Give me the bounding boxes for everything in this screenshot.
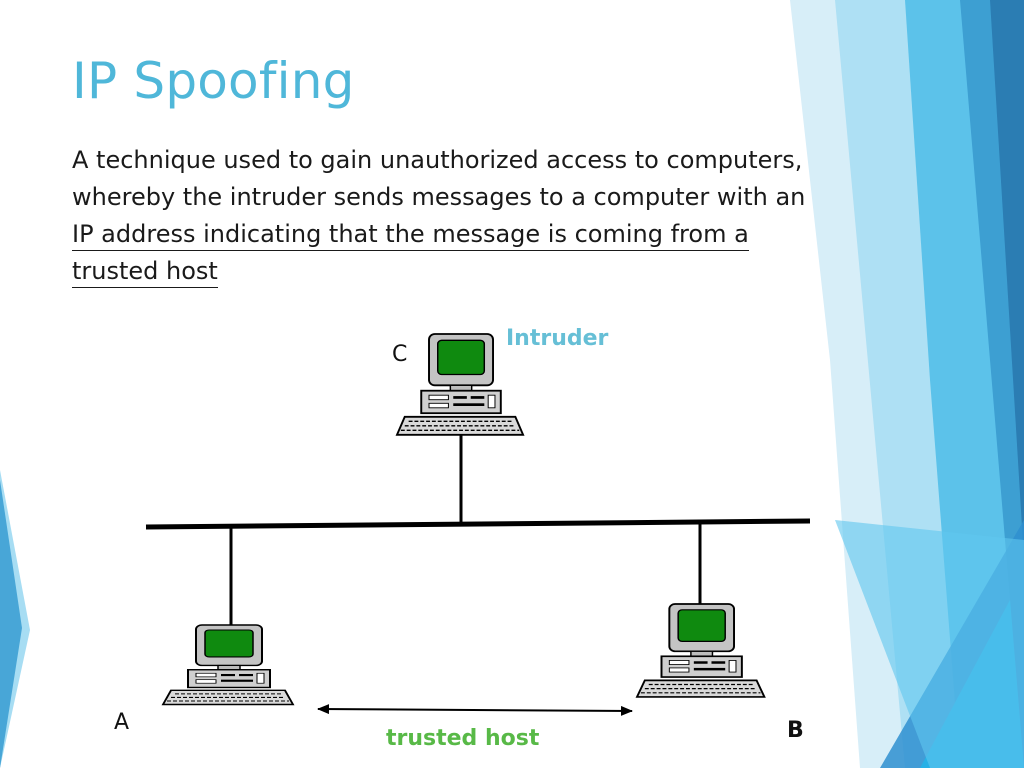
slide-title: IP Spoofing [72,52,355,110]
intruder-label: Intruder [506,326,609,351]
body-line: whereby the intruder sends messages to a… [72,183,806,211]
left-accent-light [0,470,30,768]
computer-icon-b [636,603,766,698]
computer-icon-a [162,624,294,706]
trusted-host-label: trusted host [386,726,540,751]
body-line-underlined: IP address indicating that the message i… [72,218,749,251]
right-facet-dark [990,0,1024,560]
slide-body-text: A technique used to gain unauthorized ac… [72,142,942,290]
body-line: A technique used to gain unauthorized ac… [72,146,803,174]
node-label-b: B [787,718,804,743]
right-lower-light [835,520,1024,768]
trusted-host-arrow [317,704,633,716]
node-label-a: A [114,710,130,735]
network-backbone [145,518,811,530]
computer-icon-c [396,333,525,436]
body-line-underlined: trusted host [72,255,218,288]
node-label-c: C [392,342,408,367]
